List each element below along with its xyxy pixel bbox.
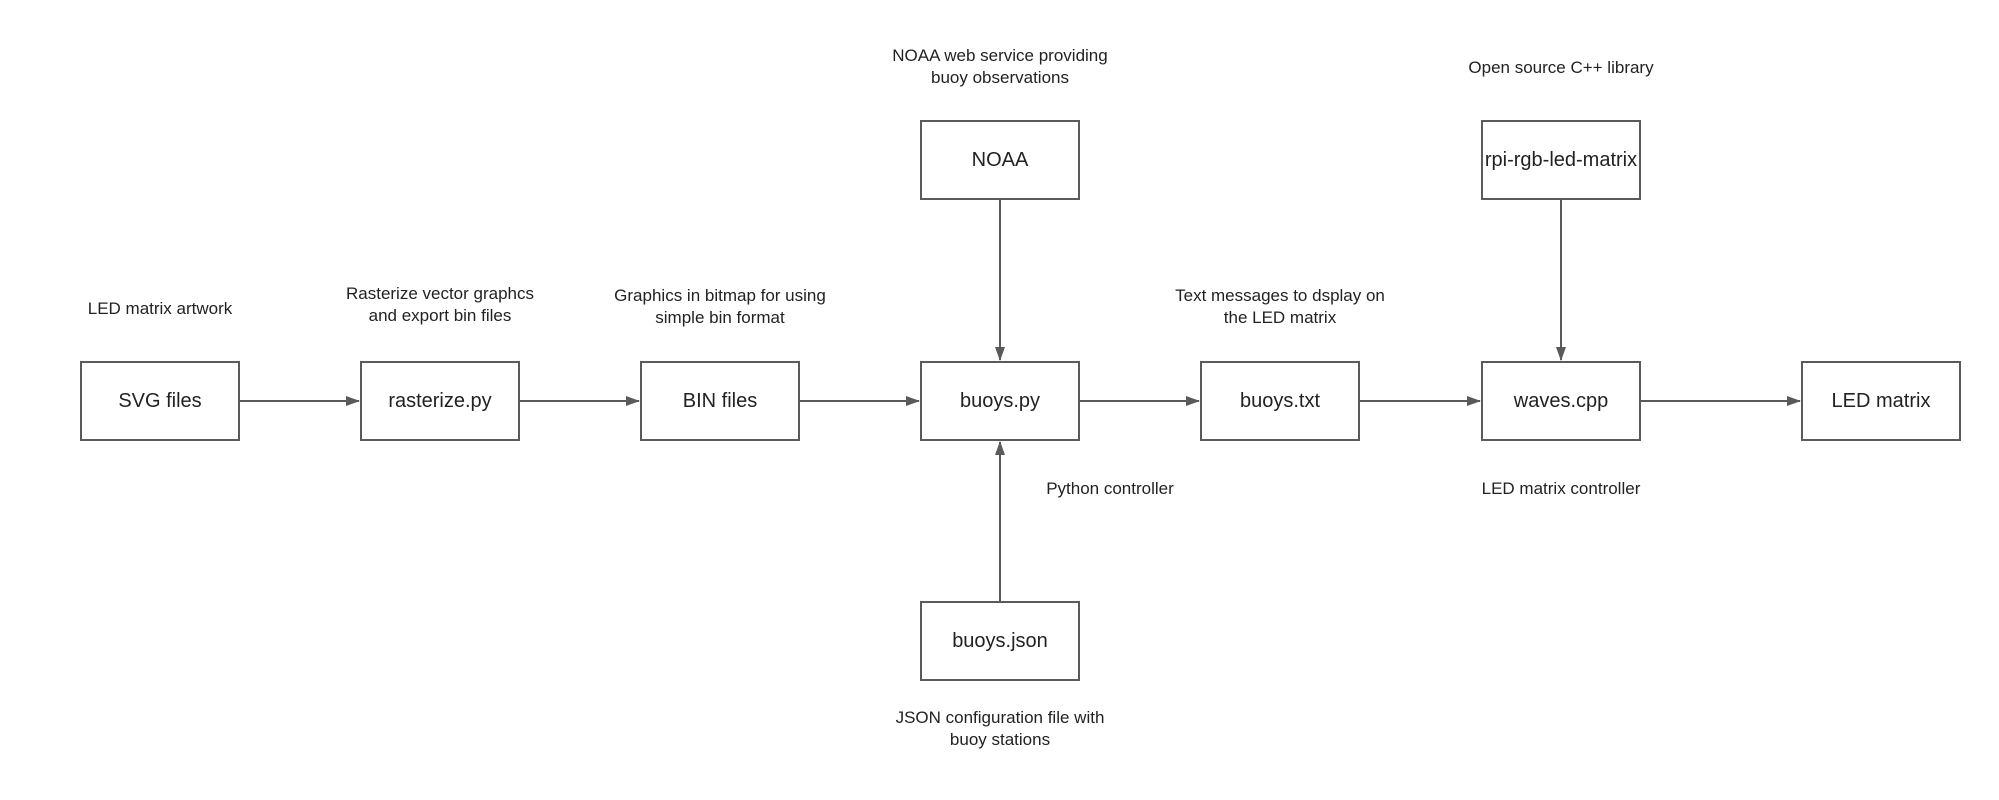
node-label: buoys.json [952, 629, 1048, 652]
note-line: Rasterize vector graphcs [345, 284, 535, 303]
note-rasterize: Rasterize vector graphcs and export bin … [305, 283, 575, 327]
node-label: rpi-rgb-led-matrix [1484, 148, 1638, 171]
note-line: Python controller [1046, 479, 1174, 498]
node-buoys-txt: buoys.txt [1200, 361, 1360, 441]
note-noaa: NOAA web service providing buoy observat… [865, 45, 1135, 89]
note-line: Graphics in bitmap for using [614, 286, 826, 305]
note-line: Open source C++ library [1468, 58, 1654, 77]
note-line: LED matrix artwork [87, 299, 233, 318]
note-line: buoy observations [931, 68, 1069, 87]
note-line: and export bin files [368, 306, 512, 325]
node-led-matrix: LED matrix [1801, 361, 1961, 441]
note-svg-files: LED matrix artwork [25, 298, 295, 320]
node-label: buoys.py [959, 389, 1041, 412]
note-line: buoy stations [949, 730, 1051, 749]
note-line: JSON configuration file with [895, 708, 1105, 727]
node-rpi-rgb-led-matrix: rpi-rgb-led-matrix [1481, 120, 1641, 200]
node-label: BIN files [682, 389, 758, 412]
note-line: simple bin format [655, 308, 785, 327]
node-label: buoys.txt [1239, 389, 1321, 412]
node-label: rasterize.py [388, 389, 492, 412]
note-buoys-json: JSON configuration file with buoy statio… [865, 707, 1135, 751]
note-waves: LED matrix controller [1426, 478, 1696, 500]
note-buoys-py: Python controller [975, 478, 1245, 500]
node-buoys-json: buoys.json [920, 601, 1080, 681]
node-svg-files: SVG files [80, 361, 240, 441]
node-label: NOAA [971, 148, 1029, 171]
node-rasterize-py: rasterize.py [360, 361, 520, 441]
node-buoys-py: buoys.py [920, 361, 1080, 441]
node-noaa: NOAA [920, 120, 1080, 200]
note-bin-files: Graphics in bitmap for using simple bin … [585, 285, 855, 329]
node-label: waves.cpp [1513, 389, 1609, 412]
node-label: LED matrix [1831, 389, 1931, 412]
note-buoys-txt: Text messages to dsplay on the LED matri… [1145, 285, 1415, 329]
node-bin-files: BIN files [640, 361, 800, 441]
note-line: NOAA web service providing [892, 46, 1108, 65]
note-line: LED matrix controller [1481, 479, 1641, 498]
node-label: SVG files [118, 389, 202, 412]
note-rpi: Open source C++ library [1426, 57, 1696, 79]
note-line: the LED matrix [1223, 308, 1337, 327]
note-line: Text messages to dsplay on [1175, 286, 1385, 305]
node-waves-cpp: waves.cpp [1481, 361, 1641, 441]
